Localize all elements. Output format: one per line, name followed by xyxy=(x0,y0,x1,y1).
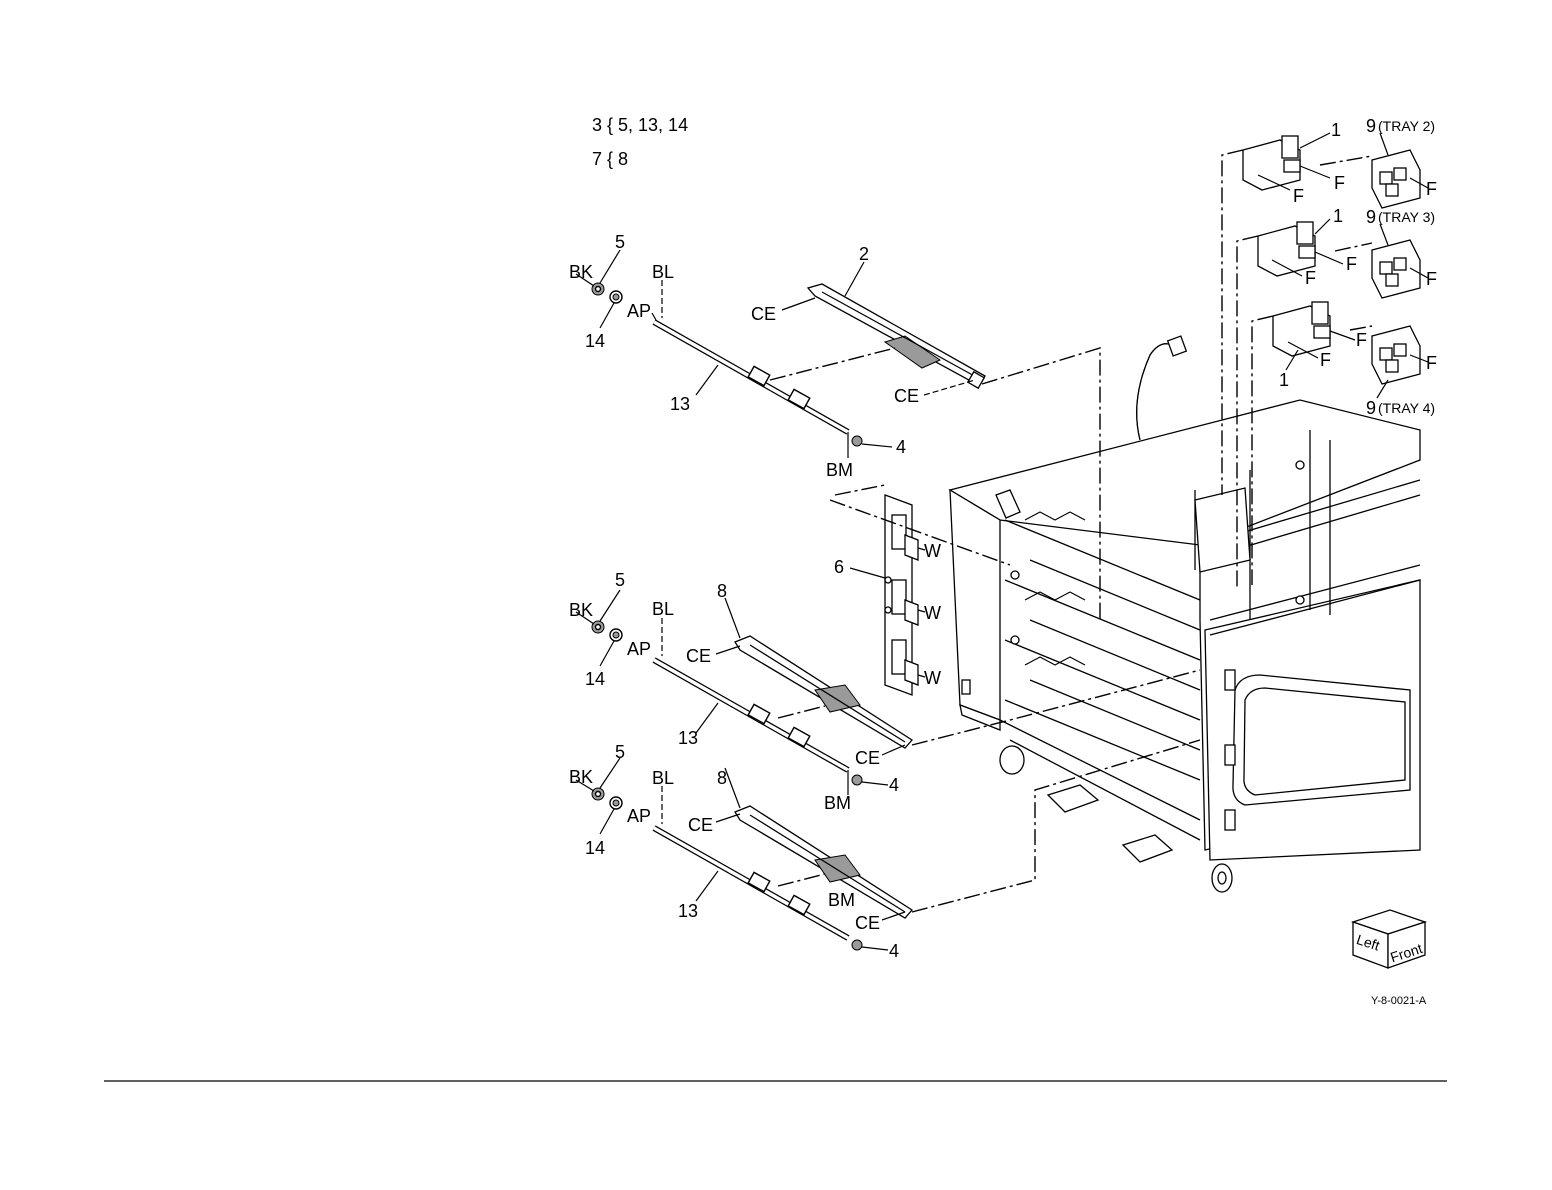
label-13-mid: 13 xyxy=(678,728,698,748)
part-2-guide xyxy=(808,284,985,388)
label-f-sensor-tray2: F xyxy=(1426,179,1437,199)
label-ap-top: AP xyxy=(627,301,651,321)
label-4-mid: 4 xyxy=(889,775,899,795)
label-ap-mid: AP xyxy=(627,639,651,659)
label-4-low: 4 xyxy=(889,941,899,961)
label-14-mid: 14 xyxy=(585,669,605,689)
label-14-top: 14 xyxy=(585,331,605,351)
label-ce-part8-mid-left: CE xyxy=(686,646,711,666)
label-1-tray4: 1 xyxy=(1279,370,1289,390)
label-1-tray3: 1 xyxy=(1333,206,1343,226)
label-bk-mid: BK xyxy=(569,600,593,620)
label-w-1: W xyxy=(924,541,941,561)
orientation-cube-icon: Left Front xyxy=(1353,910,1425,968)
label-9-tray4: 9 xyxy=(1366,398,1376,418)
label-2: 2 xyxy=(859,244,869,264)
label-f-connector-tray3: F xyxy=(1346,254,1357,274)
label-f-bracket-tray3: F xyxy=(1305,268,1316,288)
label-ce-part8-low-left: CE xyxy=(688,815,713,835)
label-f-connector-tray4: F xyxy=(1356,330,1367,350)
part-8-guide-lower xyxy=(735,806,912,918)
label-bm-mid: BM xyxy=(824,793,851,813)
label-bm-top: BM xyxy=(826,460,853,480)
label-1-tray2: 1 xyxy=(1331,120,1341,140)
label-tray3: (TRAY 3) xyxy=(1378,209,1435,225)
label-bm-low: BM xyxy=(828,890,855,910)
label-f-bracket-tray4: F xyxy=(1320,350,1331,370)
frame-connectors xyxy=(1025,512,1085,665)
label-f-bracket-tray2: F xyxy=(1293,186,1304,206)
label-9-tray3: 9 xyxy=(1366,207,1376,227)
label-ce-part8-low-right: CE xyxy=(855,913,880,933)
figure-reference-id: Y-8-0021-A xyxy=(1371,995,1427,1007)
label-bl-mid: BL xyxy=(652,599,674,619)
part-13-shafts xyxy=(654,322,848,938)
label-5-low: 5 xyxy=(615,742,625,762)
label-6: 6 xyxy=(834,557,844,577)
label-5-mid: 5 xyxy=(615,570,625,590)
part-9-sensors xyxy=(1372,150,1420,384)
label-f-sensor-tray4: F xyxy=(1426,353,1437,373)
kit-note-7: 7 { 8 xyxy=(592,149,628,169)
label-ce-part2-left: CE xyxy=(751,304,776,324)
kit-note-3: 3 { 5, 13, 14 xyxy=(592,115,688,135)
label-ap-low: AP xyxy=(627,806,651,826)
label-ce-part8-mid-right: CE xyxy=(855,748,880,768)
label-f-sensor-tray3: F xyxy=(1426,269,1437,289)
label-4-top: 4 xyxy=(896,437,906,457)
label-w-3: W xyxy=(924,668,941,688)
label-13-low: 13 xyxy=(678,901,698,921)
label-5-top: 5 xyxy=(615,232,625,252)
label-bl-top: BL xyxy=(652,262,674,282)
part-6-bracket xyxy=(885,495,918,695)
label-tray2: (TRAY 2) xyxy=(1378,118,1435,134)
part-1-brackets xyxy=(1243,136,1330,356)
label-14-low: 14 xyxy=(585,838,605,858)
label-f-connector-tray2: F xyxy=(1334,173,1345,193)
label-bk-top: BK xyxy=(569,262,593,282)
label-bk-low: BK xyxy=(569,767,593,787)
label-13-top: 13 xyxy=(670,394,690,414)
label-8-low: 8 xyxy=(717,768,727,788)
label-9-tray2: 9 xyxy=(1366,116,1376,136)
bearings-and-clips xyxy=(592,283,862,950)
label-8-mid: 8 xyxy=(717,581,727,601)
label-bl-low: BL xyxy=(652,768,674,788)
label-w-2: W xyxy=(924,603,941,623)
label-tray4: (TRAY 4) xyxy=(1378,400,1435,416)
label-ce-part2-right: CE xyxy=(894,386,919,406)
tray-module-frame xyxy=(950,336,1420,892)
